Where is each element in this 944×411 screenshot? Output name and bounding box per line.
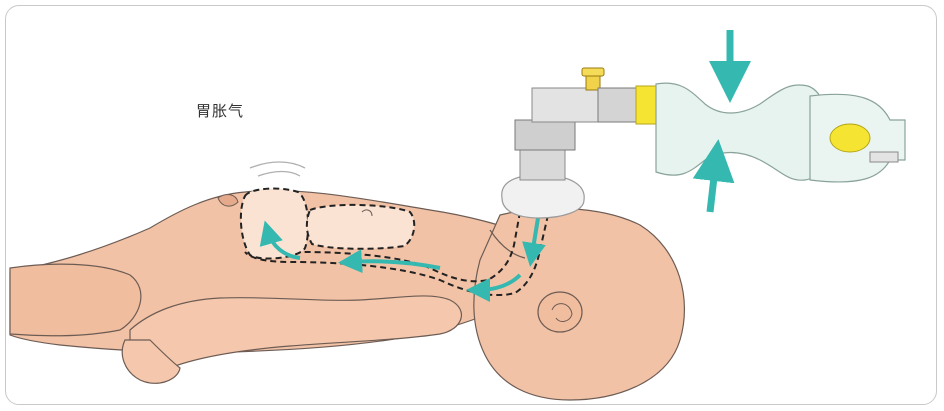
bag-tail — [870, 152, 898, 162]
infant-ear — [538, 292, 582, 332]
infant-arm — [127, 296, 461, 376]
mask-cup — [502, 175, 584, 218]
pressure-valve — [582, 68, 604, 90]
valve-body — [532, 88, 600, 122]
bag-neck — [598, 88, 640, 122]
bag-body — [656, 83, 830, 180]
distension-mark-1 — [250, 162, 305, 168]
stomach-shape — [307, 205, 414, 249]
bag-band — [636, 86, 656, 124]
distension-mark-2 — [258, 172, 300, 177]
valve-housing — [515, 120, 575, 150]
infant-leg — [10, 264, 141, 336]
compress-arrow-bottom — [710, 160, 716, 212]
ventilation-bag — [598, 83, 905, 182]
bag-valve-mask — [502, 88, 600, 218]
bag-valve-disk — [830, 124, 870, 152]
lung-outline — [241, 189, 308, 259]
mask-connector — [520, 150, 565, 180]
